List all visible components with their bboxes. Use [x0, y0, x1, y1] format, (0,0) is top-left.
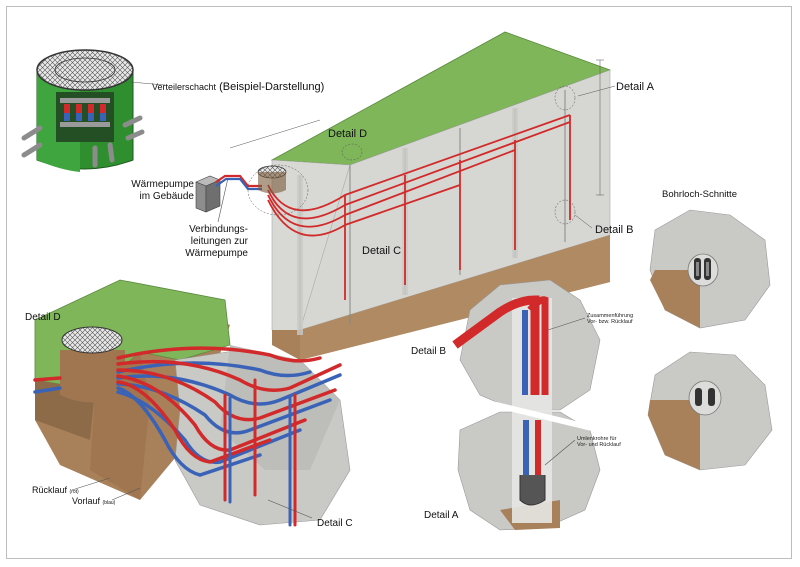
borehole-section-top: [649, 209, 771, 329]
label-ruecklauf: Rücklauf (rot): [32, 485, 79, 495]
label-verteilerschacht: Verteilerschacht (Beispiel-Darstellung): [152, 81, 325, 93]
label-detail-b-top: Detail B: [595, 224, 634, 236]
heat-pump-illustration: [195, 174, 262, 223]
label-zusammenfuehrung: Zusammenführung Vor- bzw. Rücklauf: [587, 313, 634, 325]
label-verbindungsleitungen: Verbindungs- leitungen zur Wärmepumpe: [185, 224, 248, 259]
label-umlenkrohre: Umlenkrohre für Vor- und Rücklauf: [577, 436, 621, 448]
label-detail-c-bottom: Detail C: [317, 518, 353, 529]
label-waermepumpe: Wärmepumpe im Gebäude: [131, 179, 194, 202]
label-detail-c-top: Detail C: [362, 245, 402, 257]
label-detail-d-top: Detail D: [328, 128, 368, 140]
label-detail-a-bottom: Detail A: [424, 510, 459, 521]
distribution-shaft-illustration: [21, 49, 166, 172]
label-detail-a-top: Detail A: [616, 81, 654, 93]
detail-b-a-illustration: [452, 279, 601, 531]
borehole-section-bottom: [647, 351, 773, 471]
detail-d-illustration: [33, 279, 351, 527]
label-detail-d-bottom: Detail D: [25, 312, 61, 323]
label-verteilerschacht-sub: (Beispiel-Darstellung): [219, 81, 325, 93]
shaft-manifold: [60, 98, 110, 127]
label-vorlauf: Vorlauf (blau): [72, 496, 116, 506]
label-bohrloch-schnitte: Bohrloch-Schnitte: [662, 189, 737, 200]
label-detail-b-bottom: Detail B: [411, 346, 447, 357]
